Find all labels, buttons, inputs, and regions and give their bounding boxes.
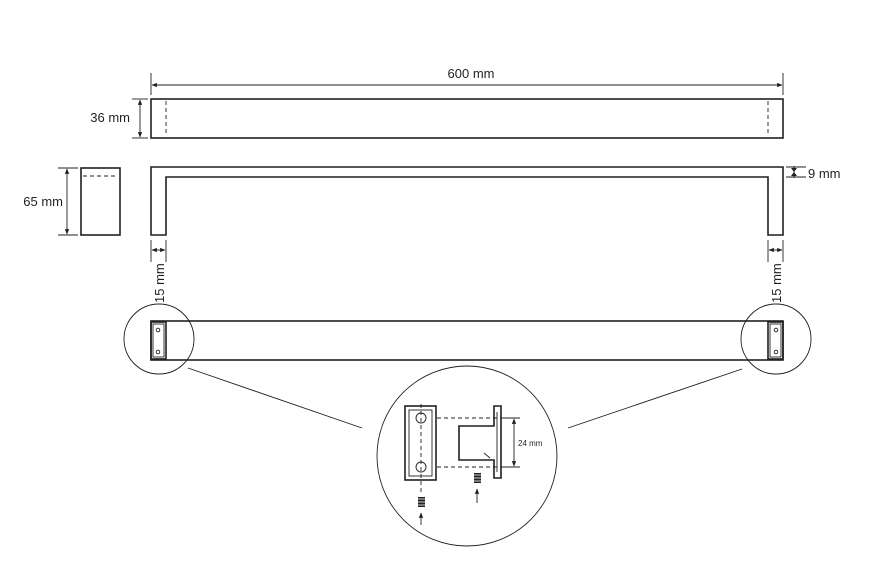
right-bracket-inner [769, 323, 782, 358]
depth-label: 65 mm [23, 194, 63, 209]
top-view: 600 mm 36 mm [90, 66, 784, 139]
detail-circle-left [123, 303, 195, 375]
bracket-side-profile [458, 405, 502, 479]
thickness-label: 9 mm [808, 166, 841, 181]
leader-line-right [567, 368, 743, 429]
bottom-view [123, 303, 812, 429]
length-label: 600 mm [448, 66, 495, 81]
set-screw-icon [474, 473, 481, 483]
left-bracket-inner [152, 323, 165, 358]
bar-top-outline [150, 98, 784, 139]
bar-bottom-outline [150, 320, 784, 361]
right-leg-label: 15 mm [769, 263, 784, 303]
screw-icon [418, 497, 425, 507]
right-bracket [767, 321, 784, 360]
bar-front-profile [150, 166, 784, 236]
right-bracket-hole-bottom [773, 349, 779, 355]
bracket-plate-inner [408, 409, 433, 477]
left-bracket-hole-top [155, 327, 161, 333]
left-bracket-hole-bottom [155, 349, 161, 355]
thickness-arrows [791, 168, 797, 176]
left-bracket [150, 321, 167, 360]
hole-spacing-label: 24 mm [518, 439, 543, 448]
detail-circle-right [740, 303, 812, 375]
left-leg-label: 15 mm [152, 263, 167, 303]
bracket-side-detail [483, 452, 491, 459]
bracket-detail: 24 mm [376, 365, 558, 547]
leader-line-left [187, 367, 363, 429]
end-view: 65 mm [23, 167, 121, 236]
front-view: 9 mm 15 mm 15 mm [150, 166, 841, 303]
end-profile-outline [80, 167, 121, 236]
detail-enlarged-circle [376, 365, 558, 547]
width-label: 36 mm [90, 110, 130, 125]
right-bracket-hole-top [773, 327, 779, 333]
bracket-plate [404, 405, 437, 481]
